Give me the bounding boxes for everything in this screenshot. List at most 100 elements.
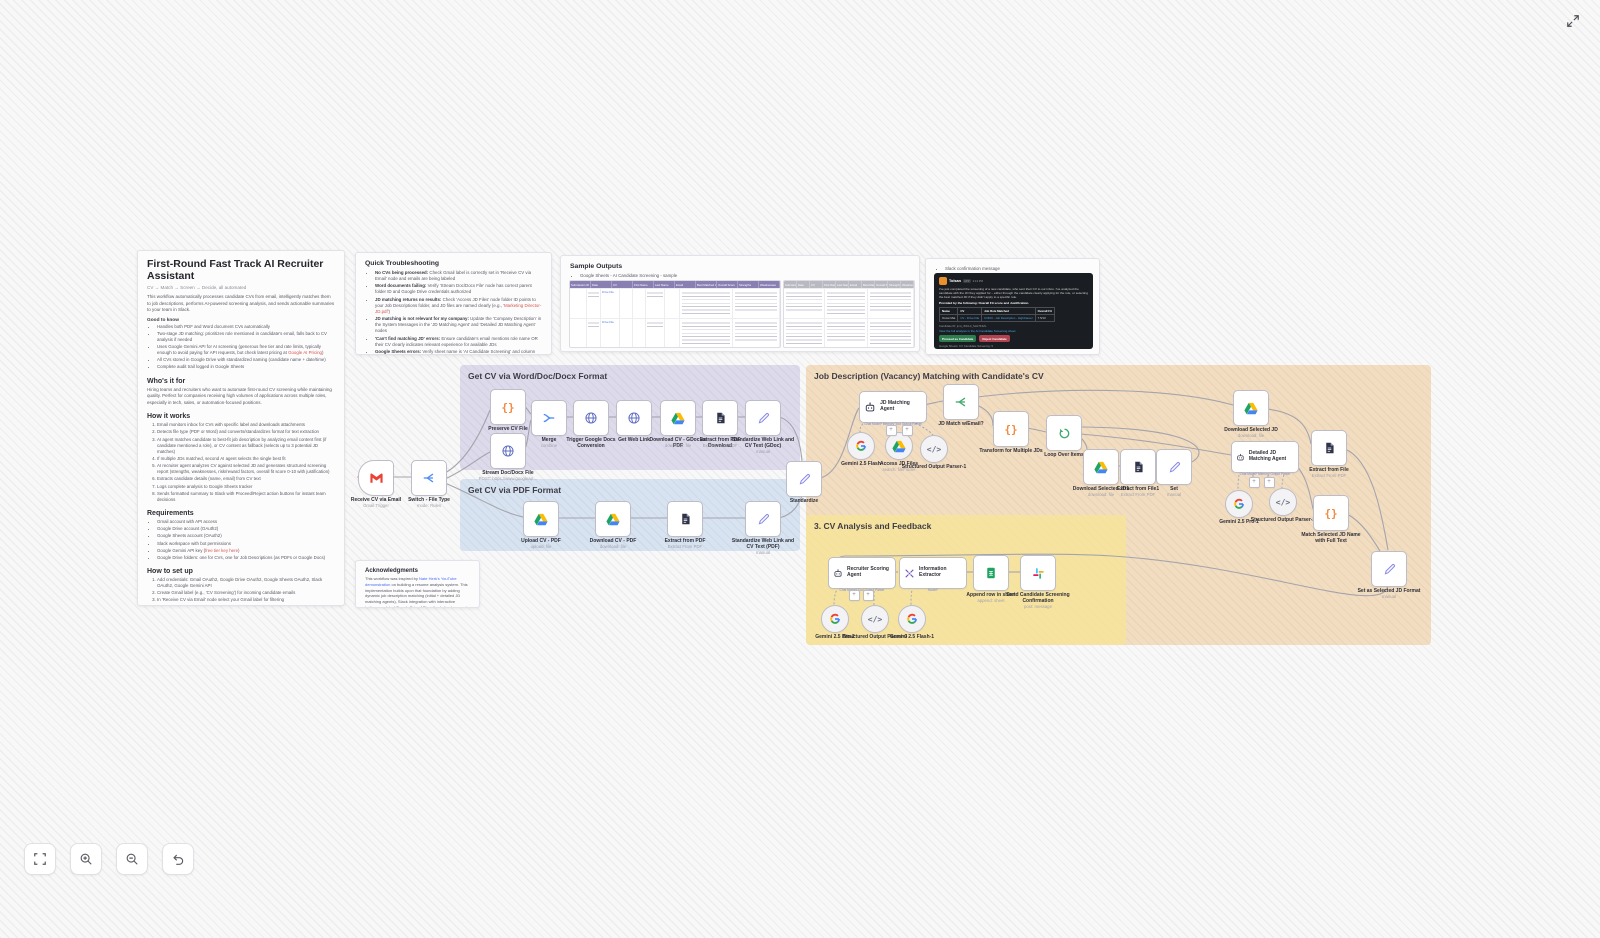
sticky-note-readme[interactable]: First-Round Fast Track AI Recruiter Assi…	[137, 250, 345, 606]
list-item: Overall Score	[876, 281, 888, 288]
list-item: Email	[675, 281, 696, 288]
connector-plus-3[interactable]: +	[1248, 476, 1260, 488]
loop-items-node[interactable]: Loop Over Items	[1044, 415, 1084, 458]
undo-button[interactable]	[162, 843, 194, 875]
sheet-sample-link[interactable]: Google Sheets - AI Candidate Screening -…	[580, 273, 910, 279]
jd-match-node[interactable]: JD Match w/Email?	[938, 384, 984, 427]
node-label: Switch - File Type	[408, 497, 450, 503]
drive-icon	[660, 400, 696, 436]
pencil-icon	[1371, 551, 1407, 587]
zone-title: Job Description (Vacancy) Matching with …	[814, 371, 1044, 381]
node-label: Information Extractor	[919, 566, 947, 578]
list-item: Google Drive account (OAuth2)	[157, 526, 335, 532]
gemini-flash-node[interactable]: Gemini 2.5 Flash	[841, 432, 881, 467]
preserve-cv-node[interactable]: {}Preserve CV File	[488, 389, 528, 432]
trigger-gdocs-node[interactable]: Trigger Google Docs Conversion	[566, 400, 616, 449]
transform-jds-node[interactable]: {}Transform for Multiple JDs	[979, 411, 1043, 454]
zoom-in-button[interactable]	[70, 843, 102, 875]
ack-text: This workflow was inspired by Nate Herk'…	[365, 576, 468, 608]
proceed-candidate-button[interactable]: Proceed as Candidate	[939, 335, 977, 343]
parser2-node[interactable]: </>Structured Output Parser-2	[1251, 488, 1315, 523]
parser3-node[interactable]: </>Structured Output Parser-3	[843, 605, 907, 640]
sticky-note-acknowledgments[interactable]: Acknowledgments This workflow was inspir…	[355, 560, 480, 608]
list-item: First Name	[633, 281, 654, 288]
std-gdoc-node[interactable]: Standardize Web Link and CV Text (GDoc)m…	[732, 400, 794, 454]
connector-plus-5[interactable]: +	[848, 589, 860, 601]
slack-icon	[1020, 555, 1056, 591]
gemini-pro2-node[interactable]: Gemini 2.5 Pro-2	[815, 605, 855, 640]
how-heading: How it works	[147, 413, 191, 421]
match-jd-name-node[interactable]: {}Match Selected JD Name with Full Text	[1301, 495, 1361, 544]
google-icon	[821, 605, 849, 633]
connector-plus-1[interactable]: +	[885, 424, 897, 436]
connector-plus-4[interactable]: +	[1263, 476, 1275, 488]
node-label: Standardize Web Link and CV Text (GDoc)	[731, 437, 795, 449]
node-label: Download CV - PDF	[589, 538, 637, 544]
expand-button[interactable]	[1562, 10, 1584, 32]
list-item: Word documents failing: Verify 'Stream D…	[375, 283, 542, 295]
node-label: Merge	[541, 437, 557, 443]
zone-title: Get CV via Word/Doc/Docx Format	[468, 371, 608, 381]
node-label: Access JD Files	[879, 461, 919, 467]
list-item: JD matching returns no results: Check 'A…	[375, 297, 542, 315]
sheet-link-cell: Drive File	[601, 319, 620, 347]
fit-view-button[interactable]	[24, 843, 56, 875]
node-label: Match Selected JD Name with Full Text	[1301, 532, 1361, 544]
connector-plus-6[interactable]: +	[862, 589, 874, 601]
standardize-node[interactable]: Standardize	[786, 461, 822, 504]
gemini-pro1-node[interactable]: Gemini 2.5 Pro-1	[1219, 490, 1259, 525]
list-item: Email	[849, 281, 862, 288]
get-web-link-node[interactable]: Get Web Link	[616, 400, 652, 443]
std-pdf-node[interactable]: Standardize Web Link and CV Text (PDF)ma…	[732, 501, 794, 555]
zoom-out-button[interactable]	[116, 843, 148, 875]
setup-heading: How to set up	[147, 568, 193, 575]
troubleshooting-title: Quick Troubleshooting	[365, 260, 440, 267]
list-item: Best Matched Job	[863, 281, 875, 288]
slack-timestamp: 2:13 PM	[972, 279, 983, 283]
sticky-note-sample-outputs[interactable]: Sample Outputs Google Sheets - AI Candid…	[560, 255, 920, 352]
slack-candidate-id: Candidate ID: jmd_JNCL3_SHLTF4ZL	[939, 323, 987, 328]
list-item: Handles both PDF and Word document CVs a…	[157, 324, 335, 330]
parser1-node[interactable]: </>Structured Output Parser-1	[902, 435, 966, 470]
node-label: Transform for Multiple JDs	[979, 448, 1043, 454]
gemini-flash1-node[interactable]: Gemini 2.5 Flash-1	[890, 605, 934, 640]
sticky-note-slack-confirmation[interactable]: Slack confirmation message Tolsan APP 2:…	[925, 258, 1100, 355]
node-label: Stream Doc/Docx File	[482, 470, 534, 476]
slack-sheet-link[interactable]: View the full analysis in the AI Candida…	[939, 329, 1016, 334]
reject-candidate-button[interactable]: Reject Candidate	[979, 335, 1010, 343]
whos-text: Hiring teams and recruiters who want to …	[147, 386, 332, 405]
node-subtitle: Gmail Trigger	[363, 503, 389, 508]
connector-plus-2[interactable]: +	[901, 424, 913, 436]
node-label: Download Selected JD	[1224, 427, 1278, 433]
node-subtitle: Extract From PDF	[702, 443, 738, 448]
list-item: Slack workspace with bot permissions	[157, 541, 335, 547]
list-item: Complete audit trail logged in Google Sh…	[157, 364, 335, 370]
list-item: Email monitors inbox for CVs with specif…	[157, 422, 335, 428]
list-item: All CVs stored in Google Drive with stan…	[157, 357, 335, 363]
sticky-note-troubleshooting[interactable]: Quick Troubleshooting No CVs being proce…	[355, 252, 552, 355]
